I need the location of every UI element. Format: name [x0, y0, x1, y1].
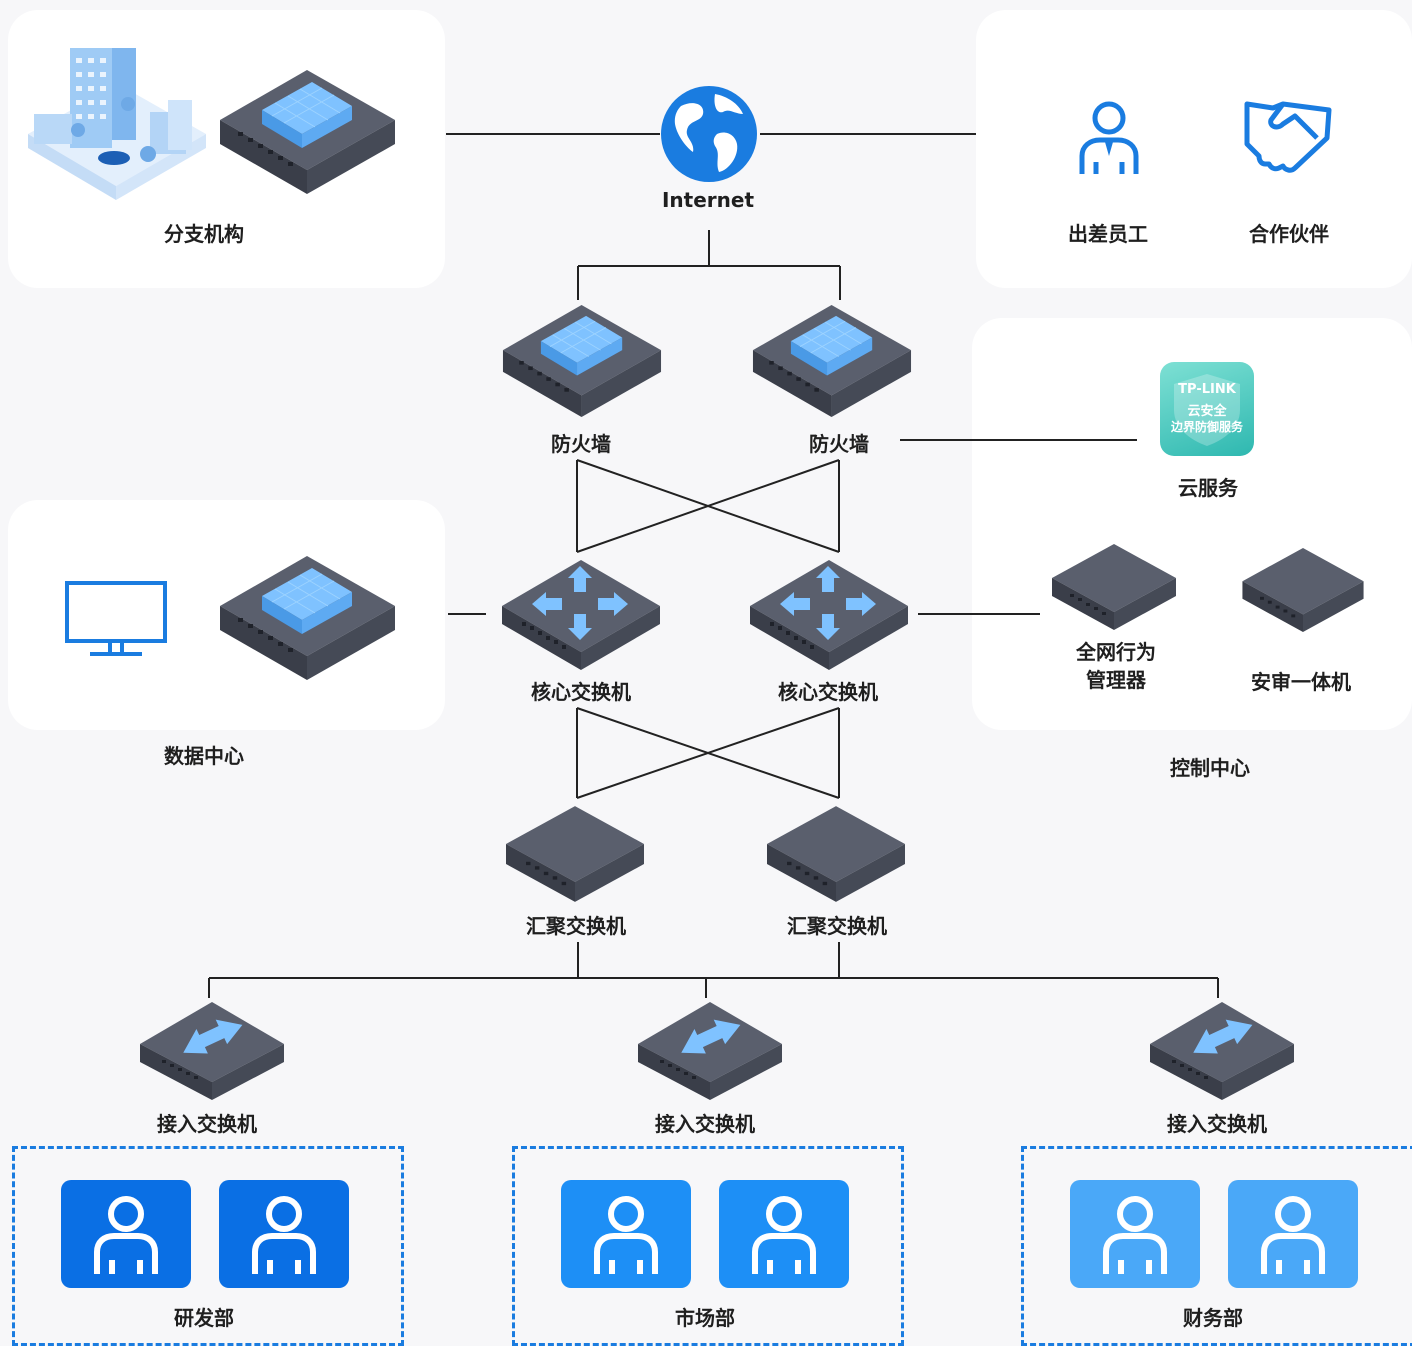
core-switch-right-device [750, 560, 908, 670]
market-user-1 [561, 1180, 691, 1288]
branch-label: 分支机构 [164, 222, 244, 246]
access-switch-2-label: 接入交换机 [655, 1112, 755, 1136]
control-center-label: 控制中心 [1170, 756, 1250, 780]
dept-finance-label: 财务部 [1183, 1306, 1243, 1330]
behavior-manager-label: 全网行为管理器 [1076, 640, 1156, 692]
firewall-left-label: 防火墙 [551, 432, 611, 456]
access-switch-1-device [140, 1002, 284, 1100]
user-icon [252, 1196, 316, 1274]
dept-market-label: 市场部 [675, 1306, 735, 1330]
data-center-label: 数据中心 [164, 744, 244, 768]
user-icon [594, 1196, 658, 1274]
core-switch-right-label: 核心交换机 [778, 680, 878, 704]
firewall-right-label: 防火墙 [809, 432, 869, 456]
user-icon [752, 1196, 816, 1274]
dept-rd-label: 研发部 [174, 1306, 234, 1330]
globe-icon [661, 86, 757, 182]
handshake-icon [1244, 101, 1332, 173]
monitor-icon [65, 581, 167, 656]
internet-label: Internet [661, 188, 755, 212]
agg-switch-left-label: 汇聚交换机 [526, 914, 626, 938]
access-switch-3-device [1150, 1002, 1294, 1100]
user-icon [1103, 1196, 1167, 1274]
building-icon [28, 48, 206, 200]
user-icon [94, 1196, 158, 1274]
remote-access-panel [976, 10, 1412, 288]
travel-staff-label: 出差员工 [1068, 222, 1148, 246]
branch-firewall-device [220, 70, 395, 194]
behavior-manager-device [1052, 544, 1176, 630]
user-icon [1261, 1196, 1325, 1274]
rd-user-1 [61, 1180, 191, 1288]
agg-switch-right-device [767, 806, 905, 902]
agg-switch-left-device [506, 806, 644, 902]
cloud-badge-text-3: 边界防御服务 [1170, 420, 1244, 434]
cloud-service-label: 云服务 [1178, 476, 1238, 500]
finance-user-2 [1228, 1180, 1358, 1288]
shield-icon [1174, 374, 1240, 446]
data-center-firewall-device [220, 556, 395, 680]
firewall-left-device [502, 305, 662, 417]
access-switch-1-label: 接入交换机 [157, 1112, 257, 1136]
core-switch-left-label: 核心交换机 [531, 680, 631, 704]
audit-appliance-device [1242, 548, 1364, 632]
core-switch-left-device [502, 560, 660, 670]
market-user-2 [719, 1180, 849, 1288]
firewall-right-device [752, 305, 912, 417]
cloud-security-badge [1160, 362, 1254, 456]
partner-label: 合作伙伴 [1249, 222, 1329, 246]
rd-user-2 [219, 1180, 349, 1288]
cloud-badge-text-2: 云安全 [1187, 404, 1227, 419]
finance-user-1 [1070, 1180, 1200, 1288]
access-switch-3-label: 接入交换机 [1167, 1112, 1267, 1136]
access-switch-2-device [638, 1002, 782, 1100]
audit-appliance-label: 安审一体机 [1251, 670, 1351, 694]
traveling-employee-icon [1079, 101, 1139, 174]
agg-switch-right-label: 汇聚交换机 [787, 914, 887, 938]
cloud-badge-text-1: TP-LINK [1178, 382, 1236, 397]
